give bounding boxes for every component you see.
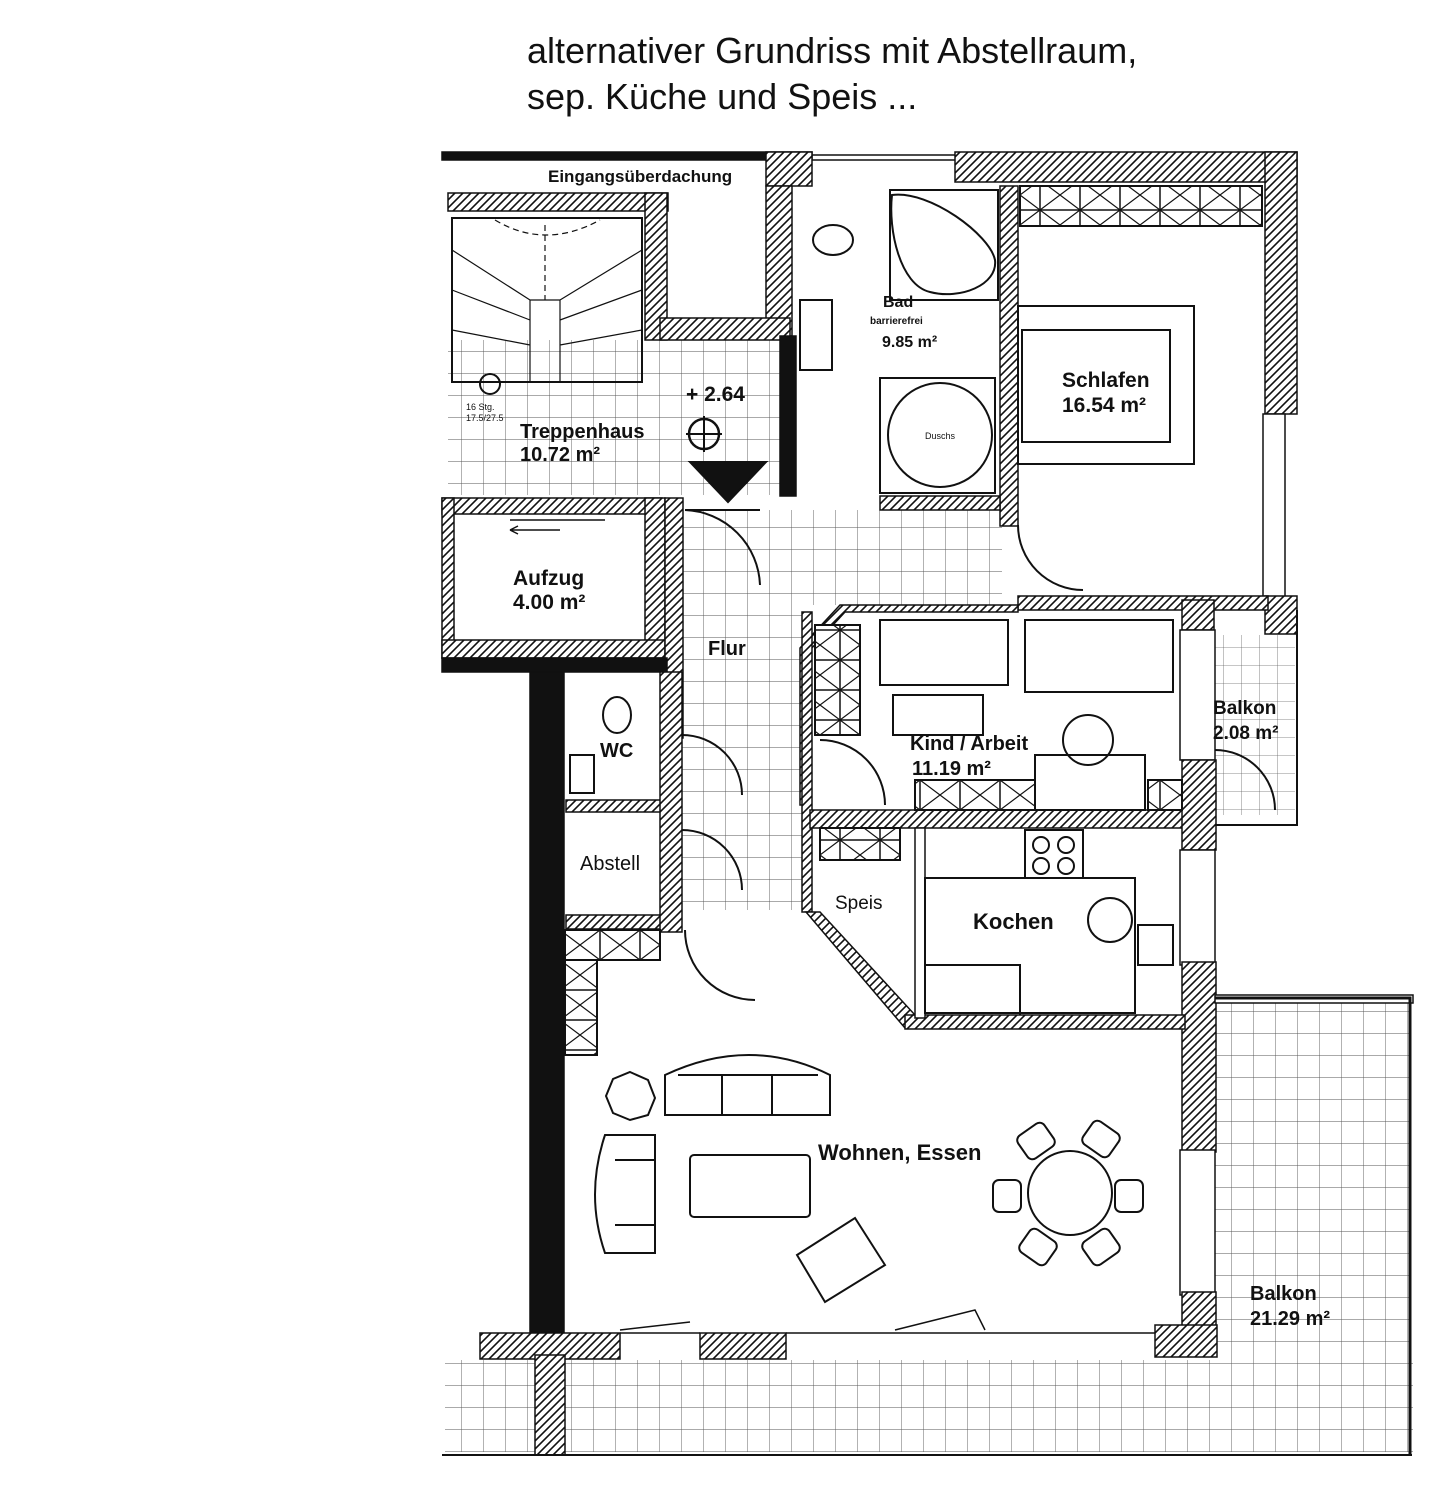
- shelf-wohnen-side: [564, 959, 598, 1056]
- dining-table: [1027, 1150, 1113, 1236]
- room-labels: Eingangsüberdachung 16 Stg. 17.5/27.5 + …: [466, 167, 1330, 1330]
- chair-desk: [1062, 714, 1114, 766]
- label-bad: Bad: [883, 294, 913, 311]
- label-balkon-large: Balkon: [1250, 1283, 1317, 1305]
- sofa-living: [664, 1054, 831, 1116]
- label-kochen: Kochen: [973, 909, 1054, 934]
- door-kind: [819, 739, 886, 806]
- mattress: [1021, 329, 1171, 443]
- desk: [1034, 754, 1146, 811]
- wardrobe-bedroom: [1019, 185, 1263, 227]
- sofa-kind: [879, 619, 1009, 686]
- bed: [1017, 305, 1195, 465]
- plan-caption: alternativer Grundriss mit Abstellraum, …: [527, 28, 1137, 120]
- door-schlafen: [1017, 524, 1084, 591]
- label-balkon-large-area: 21.29 m²: [1250, 1308, 1330, 1330]
- door-flur-top: [684, 509, 761, 586]
- toilet-wc: [602, 696, 632, 734]
- label-schlafen-area: 16.54 m²: [1062, 394, 1146, 417]
- staircase: [451, 217, 643, 383]
- armchair-right: [795, 1216, 887, 1304]
- armchair-left: [594, 1134, 656, 1254]
- shower-tray: [879, 377, 996, 494]
- label-shower: Duschs: [925, 431, 956, 441]
- label-treppenhaus-area: 10.72 m²: [520, 444, 600, 466]
- door-wc: [681, 734, 743, 796]
- fixtures: [451, 154, 1276, 1334]
- tiled-floors: [445, 340, 1413, 1452]
- shower-circle: [887, 382, 993, 488]
- label-schlafen: Schlafen: [1062, 369, 1150, 392]
- caption-line-2: sep. Küche und Speis ...: [527, 76, 918, 117]
- terrace-tiles: [445, 1360, 1413, 1452]
- side-table: [604, 1070, 657, 1122]
- balkon-small-tiles: [1215, 635, 1295, 815]
- label-flur: Flur: [708, 638, 746, 660]
- label-kind: Kind / Arbeit: [910, 733, 1028, 755]
- label-balkon-small-area: 2.08 m²: [1213, 723, 1278, 744]
- door-wohnen: [684, 929, 756, 1001]
- label-balkon-small: Balkon: [1213, 698, 1276, 719]
- speis-shelf: [819, 827, 901, 861]
- bed-kind: [1024, 619, 1174, 693]
- shelf-kind: [914, 779, 1036, 811]
- door-balkon-small: [1214, 749, 1276, 811]
- label-wc: WC: [600, 740, 633, 762]
- kitchen-sink: [1137, 924, 1174, 966]
- label-stairs-dim: 17.5/27.5: [466, 413, 504, 423]
- walls: [441, 151, 1414, 1456]
- label-stairs-count: 16 Stg.: [466, 402, 495, 412]
- toilet-bath: [812, 224, 854, 256]
- kitchen-counter: [924, 877, 1136, 1014]
- flur-upper-tiles: [802, 510, 1002, 605]
- label-entrance-canopy: Eingangsüberdachung: [548, 167, 732, 186]
- flur-tiles: [682, 510, 802, 910]
- label-treppenhaus: Treppenhaus: [520, 421, 644, 443]
- label-wohnen: Wohnen, Essen: [818, 1140, 981, 1165]
- coffee-table: [689, 1154, 811, 1218]
- bathtub: [890, 193, 997, 296]
- shelf-wohnen-top: [564, 929, 661, 961]
- door-abstell: [681, 829, 743, 891]
- label-speis: Speis: [835, 893, 883, 914]
- label-kind-area: 11.19 m²: [912, 758, 991, 780]
- label-aufzug-area: 4.00 m²: [513, 591, 585, 614]
- basin-wc: [569, 754, 595, 794]
- label-abstell: Abstell: [580, 853, 640, 875]
- basin-bath: [799, 299, 833, 371]
- balkon-large-tiles: [1215, 1000, 1410, 1360]
- caption-line-1: alternativer Grundriss mit Abstellraum,: [527, 30, 1138, 71]
- entry-arrow: [687, 461, 769, 504]
- label-level: + 2.64: [686, 383, 745, 406]
- label-bad-note: barrierefrei: [870, 316, 923, 327]
- label-bad-area: 9.85 m²: [882, 334, 937, 351]
- label-aufzug: Aufzug: [513, 567, 584, 590]
